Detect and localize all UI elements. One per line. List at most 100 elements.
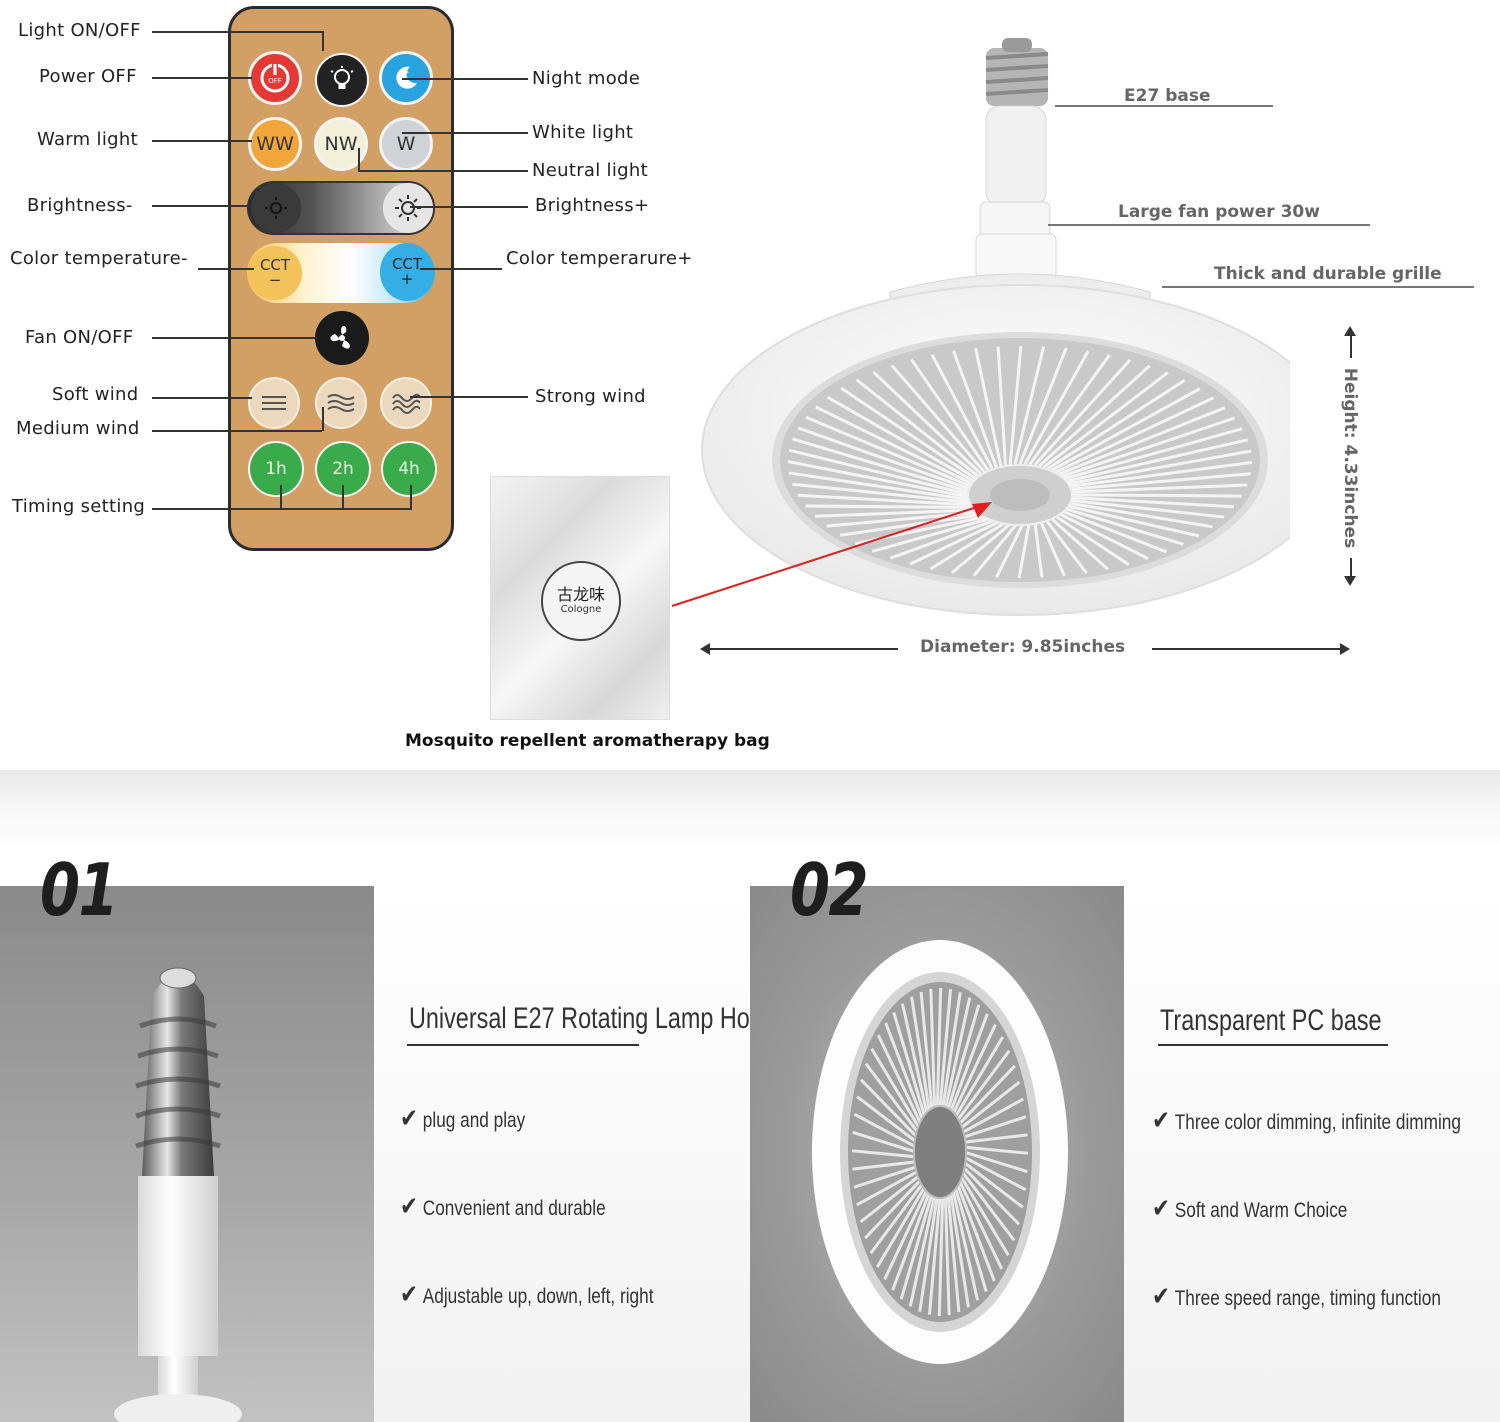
check-icon: ✔	[1152, 1194, 1170, 1224]
fan-blade	[1065, 501, 1213, 529]
fan-blade	[870, 1047, 921, 1130]
light-onoff-button[interactable]	[315, 53, 369, 107]
fan-onoff-button[interactable]	[315, 311, 369, 365]
fan-blade	[972, 519, 1022, 577]
fan-light-illustration	[701, 38, 1290, 616]
fan-blade	[1017, 519, 1032, 579]
leader-line	[1055, 105, 1273, 107]
cct-plus-button[interactable]: CCT +	[380, 243, 434, 301]
feature-02-bullet: ✔Three color dimming, infinite dimming	[1152, 1106, 1461, 1136]
title-underline	[1158, 1044, 1388, 1046]
check-icon: ✔	[1152, 1282, 1170, 1312]
fan-blade	[859, 1078, 919, 1139]
leader-line	[1162, 286, 1474, 288]
feature-02-number: 02	[790, 848, 869, 932]
feature-02-bullet: ✔Three speed range, timing function	[1152, 1282, 1441, 1312]
fan-blade	[884, 1022, 925, 1122]
timing-setting-label: Timing setting	[12, 496, 146, 517]
height-label: Height: 4.33inches	[1340, 358, 1360, 558]
neutral-light-button[interactable]: NW	[314, 117, 368, 171]
fan-blade	[996, 346, 1007, 466]
fan-blade	[946, 1193, 961, 1313]
medium-wind-button[interactable]	[315, 377, 367, 429]
fan-front-view-icon	[812, 940, 1068, 1364]
arrow-right-icon	[1340, 643, 1350, 655]
leader-line	[152, 31, 322, 33]
fan-blade	[909, 517, 1007, 566]
strong-wind-button[interactable]	[380, 377, 432, 429]
medium-wind-icon	[327, 394, 355, 412]
brightness-plus-button[interactable]	[383, 183, 433, 233]
fan-blade	[948, 1191, 970, 1308]
white-light-label: White light	[532, 122, 634, 143]
leader-line	[402, 132, 528, 134]
fan-blade	[1067, 498, 1225, 519]
fan-blade	[1069, 493, 1242, 498]
fan-blade	[963, 1150, 1028, 1174]
leader-line	[420, 268, 502, 270]
fan-blade	[938, 989, 953, 1109]
fan-blade	[955, 1049, 1011, 1122]
brightness-minus-label: Brightness-	[27, 195, 133, 216]
medium-wind-label: Medium wind	[16, 418, 140, 439]
fan-blade	[910, 358, 990, 472]
strong-wind-label: Strong wind	[535, 386, 646, 407]
fan-blade	[955, 1182, 996, 1282]
fan-blade	[797, 493, 976, 507]
fan-blade	[974, 347, 1003, 467]
power-off-button[interactable]: OFF	[248, 51, 302, 105]
fan-blade	[839, 512, 989, 537]
fan-blade	[941, 992, 962, 1109]
fan-blade	[951, 1023, 997, 1116]
fan-blade	[892, 1012, 927, 1119]
fan-blade	[840, 386, 977, 481]
fan-blade	[788, 448, 971, 497]
fan-blade	[1013, 346, 1046, 465]
check-icon: ✔	[400, 1280, 418, 1310]
fan-blade	[1058, 406, 1226, 476]
svg-text:✦: ✦	[403, 68, 410, 77]
fan-blade	[953, 1036, 1004, 1119]
fan-blade	[1067, 449, 1252, 486]
fan-blade	[1042, 371, 1169, 469]
fan-blade	[890, 364, 986, 474]
fan-blade	[927, 1195, 942, 1315]
leader-line	[322, 407, 324, 431]
cct-minus-button[interactable]: CCT −	[248, 246, 302, 300]
fan-blade	[826, 395, 975, 483]
grille-label: Thick and durable grille	[1214, 264, 1442, 284]
fan-blade	[1046, 379, 1186, 470]
bulb-icon	[330, 66, 354, 89]
leader-line	[152, 77, 252, 79]
night-mode-label: Night mode	[532, 68, 641, 89]
warm-light-button[interactable]: WW	[248, 117, 302, 171]
white-light-button[interactable]: W	[379, 117, 433, 171]
fan-blade	[943, 997, 972, 1110]
timer-1h-button[interactable]: 1h	[248, 441, 304, 497]
fan-power-label: Large fan power 30w	[1118, 202, 1320, 222]
fan-blade	[792, 482, 974, 505]
fan-blade	[1063, 427, 1243, 481]
fan-blade	[814, 508, 982, 518]
fan-blade	[961, 1165, 1021, 1226]
fan-blade	[792, 437, 971, 494]
soft-wind-button[interactable]	[248, 377, 300, 429]
brightness-minus-button[interactable]	[251, 183, 301, 233]
fan-blade	[1058, 508, 1168, 554]
leader-line	[152, 205, 252, 207]
moon-icon: ✦	[396, 66, 417, 89]
fan-blade	[930, 353, 994, 470]
light-onoff-label: Light ON/OFF	[18, 20, 141, 41]
feature-01-text-panel: Universal E27 Rotating Lamp Holder ✔plug…	[374, 886, 750, 1422]
fan-blade	[1042, 515, 1088, 575]
timer-4h-button[interactable]: 4h	[381, 441, 437, 497]
leader-line	[410, 206, 528, 208]
fan-blade	[788, 471, 973, 502]
arrow-down-icon	[1344, 576, 1356, 586]
fan-blade	[852, 1130, 917, 1154]
leader-line	[402, 78, 528, 80]
fan-blade	[963, 1145, 1029, 1155]
leader-line	[410, 396, 528, 398]
leader-line	[280, 485, 282, 509]
bag-chinese-text: 古龙味	[556, 585, 605, 604]
